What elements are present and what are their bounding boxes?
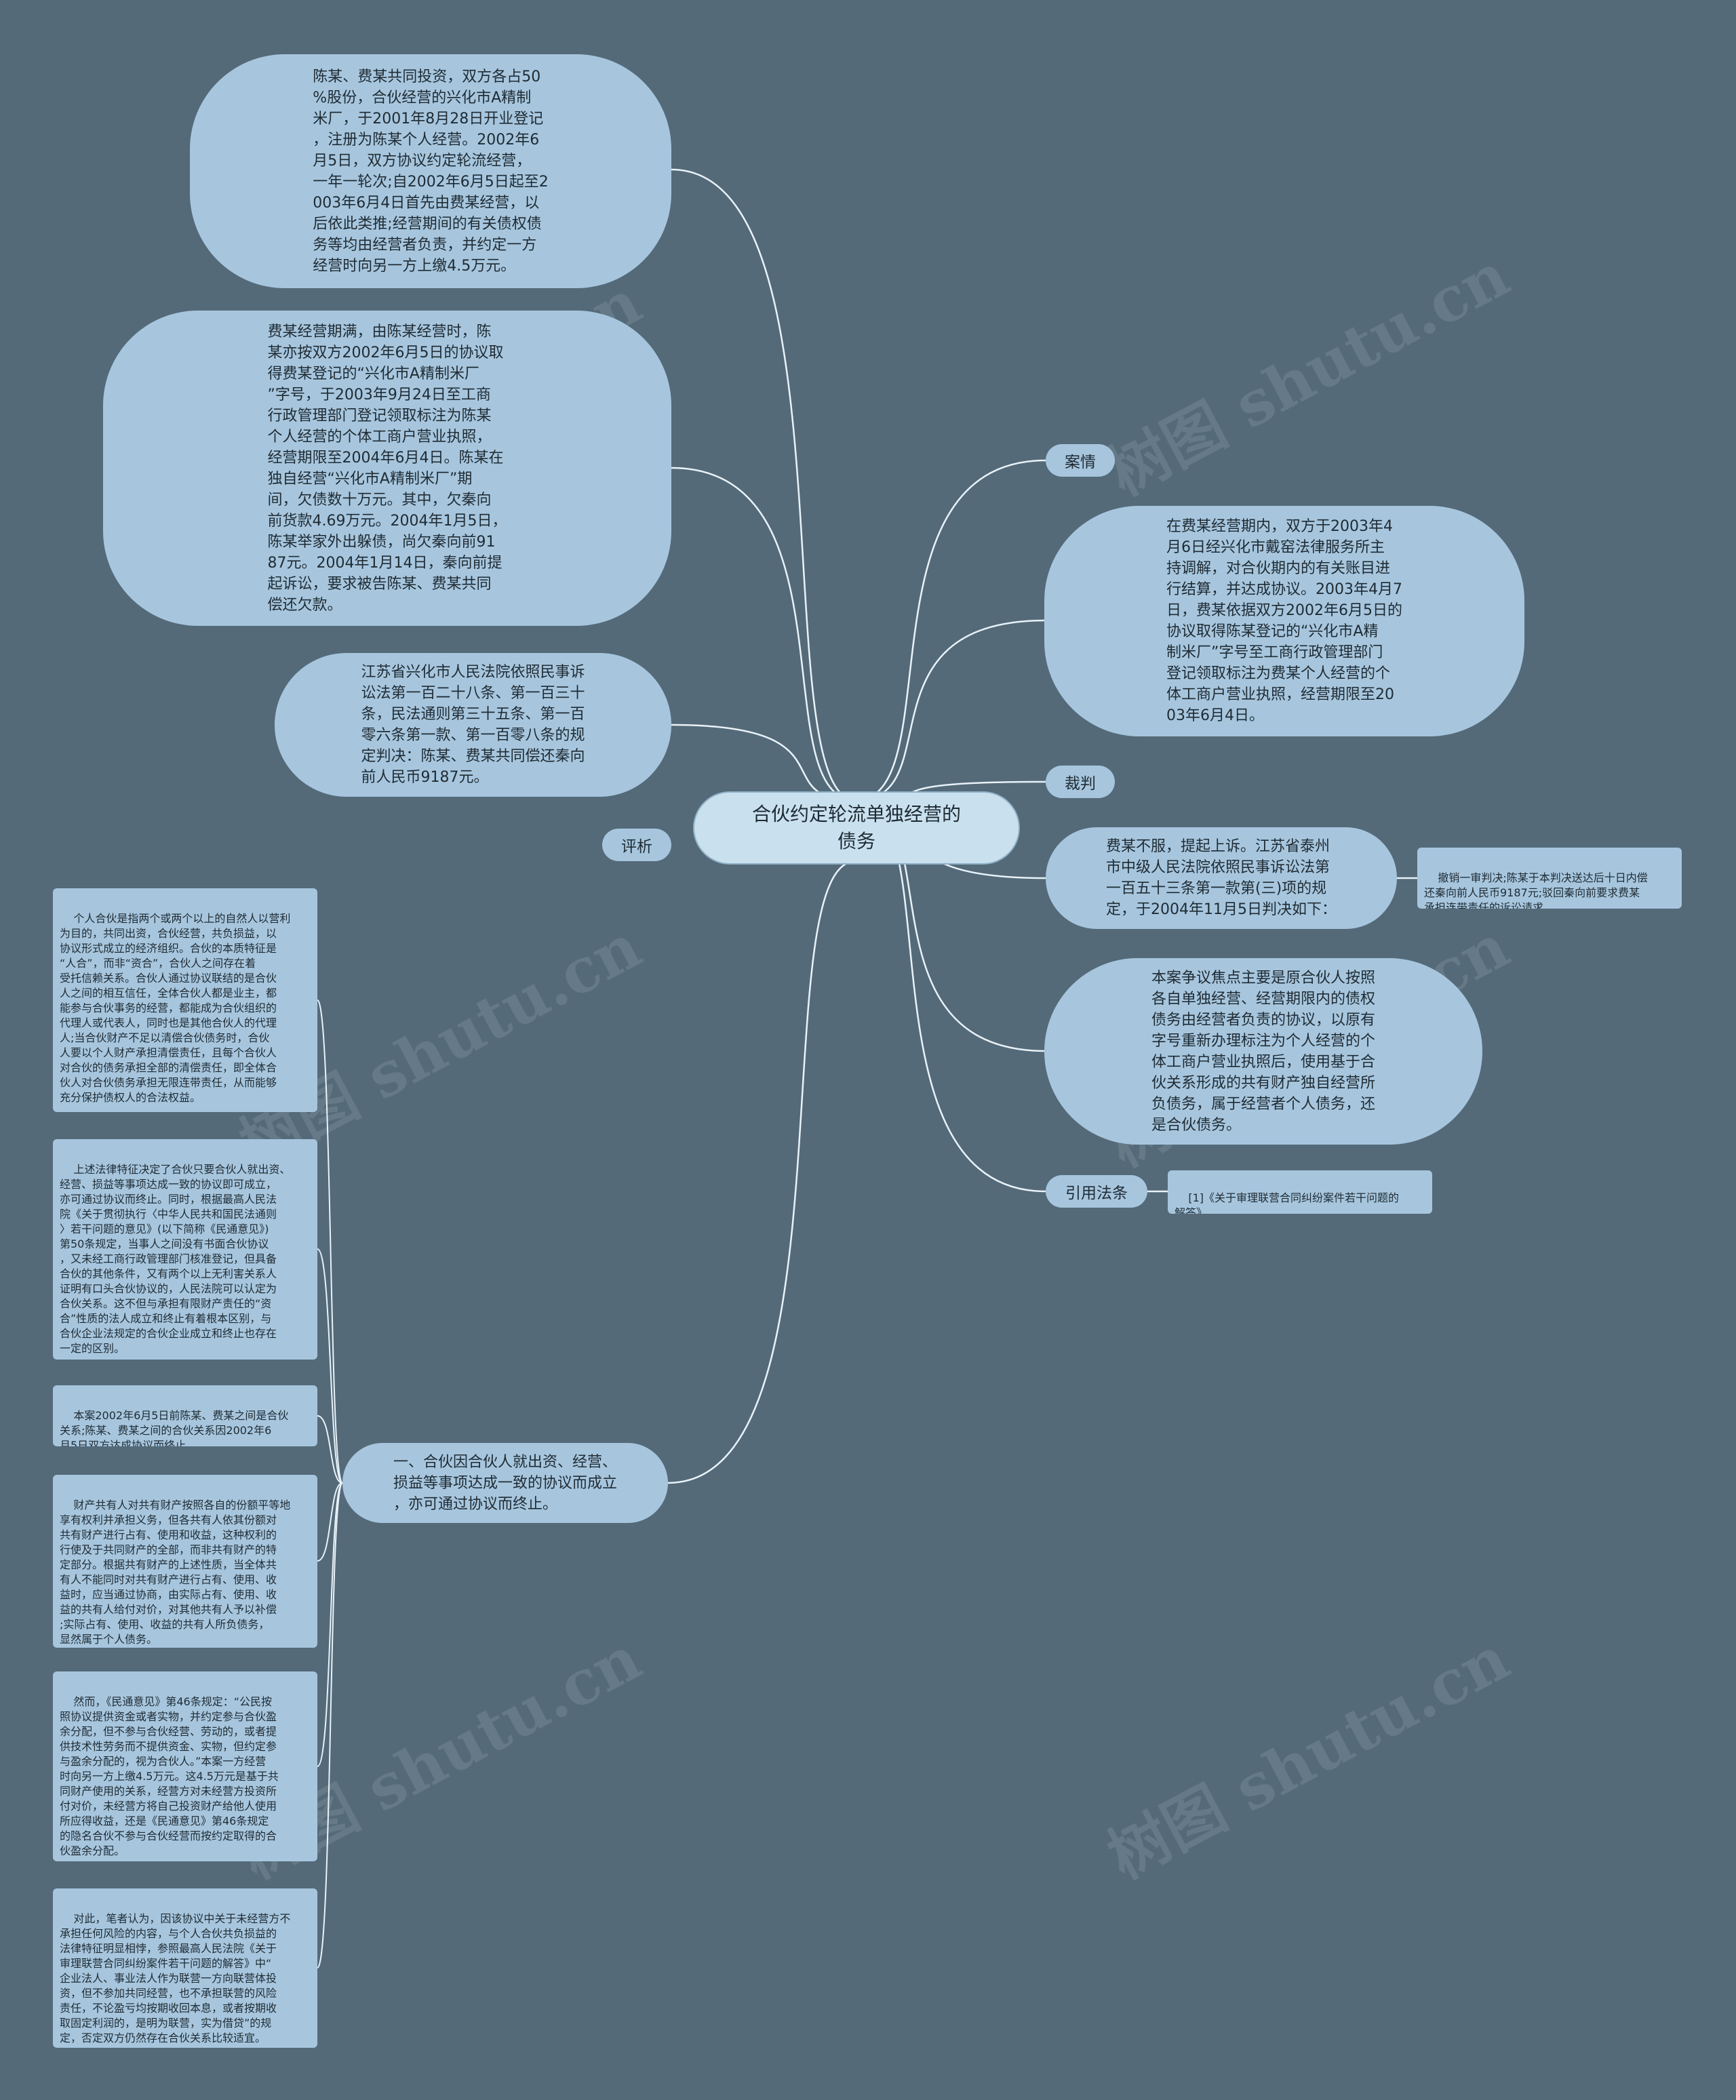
connector-line [667,860,856,1484]
comment-card-3[interactable]: 本案2002年6月5日前陈某、费某之间是合伙 关系;陈某、费某之间的合伙关系因2… [53,1385,317,1446]
branch-tag-judgment[interactable]: 裁判 [1046,766,1115,798]
judgment-node-text: 费某不服，提起上诉。江苏省泰州 市中级人民法院依照民事诉讼法第 一百五十三条第一… [1106,838,1337,918]
branch-tag-label: 案情 [1065,454,1096,471]
connector-line [671,724,856,801]
comment-card-text: 个人合伙是指两个或两个以上的自然人以营利 为目的，共同出资，合伙经营，共负损益，… [60,912,291,1104]
comment-card-text: 上述法律特征决定了合伙只要合伙人就出资、 经营、损益等事项达成一致的协议即可成立… [60,1163,291,1355]
connector-line [317,1482,343,1767]
connector-line [317,1248,343,1484]
connector-line [671,168,856,801]
connector-line [317,1415,343,1484]
comment-card-text: 对此，笔者认为，因该协议中关于未经营方不 承担任何风险的内容，与个人合伙共负损益… [60,1912,291,2044]
comment-card-6[interactable]: 对此，笔者认为，因该协议中关于未经营方不 承担任何风险的内容，与个人合伙共负损益… [53,1888,317,2048]
branch-tag-law[interactable]: 引用法条 [1046,1175,1147,1208]
case-node-2[interactable]: 费某经营期满，由陈某经营时，陈 某亦按双方2002年6月5日的协议取 得费某登记… [103,311,671,626]
comment-card-text: 本案2002年6月5日前陈某、费某之间是合伙 关系;陈某、费某之间的合伙关系因2… [60,1409,289,1446]
comment-card-2[interactable]: 上述法律特征决定了合伙只要合伙人就出资、 经营、损益等事项达成一致的协议即可成立… [53,1139,317,1360]
comment-card-1[interactable]: 个人合伙是指两个或两个以上的自然人以营利 为目的，共同出资，合伙经营，共负损益，… [53,888,317,1112]
law-item[interactable]: [1]《关于审理联营合同纠纷案件若干问题的 解答》 [1168,1170,1432,1214]
comment-card-5[interactable]: 然而，《民通意见》第46条规定：“公民按 照协议提供资金或者实物，并约定参与合伙… [53,1671,317,1861]
case-node-1[interactable]: 陈某、费某共同投资，双方各占50 %股份，合伙经营的兴化市A精制 米厂，于200… [190,54,671,288]
comment-card-4[interactable]: 财产共有人对共有财产按照各自的份额平等地 享有权利并承担义务，但各共有人依其份额… [53,1475,317,1648]
connector-line [317,1482,343,1562]
law-item-text: [1]《关于审理联营合同纠纷案件若干问题的 解答》 [1175,1191,1400,1214]
branch-tag-label: 裁判 [1065,775,1096,793]
connector-line [855,619,1046,801]
judgment-node-2[interactable]: 费某不服，提起上诉。江苏省泰州 市中级人民法院依照民事诉讼法第 一百五十三条第一… [1046,827,1397,929]
central-topic-label: 合伙约定轮流单独经营的 债务 [751,803,961,852]
case-node-3[interactable]: 在费某经营期内，双方于2003年4 月6日经兴化市戴窑法律服务所主 持调解，对合… [1044,506,1524,736]
case-node-text: 陈某、费某共同投资，双方各占50 %股份，合伙经营的兴化市A精制 米厂，于200… [313,68,549,275]
central-topic[interactable]: 合伙约定轮流单独经营的 债务 [693,791,1020,865]
branch-tag-label: 引用法条 [1065,1185,1128,1202]
focus-node-text: 本案争议焦点主要是原合伙人按照 各自单独经营、经营期限内的债权 债务由经营者负责… [1151,969,1375,1134]
branch-tag-comment[interactable]: 评析 [602,829,671,861]
connector-line [671,467,856,801]
judgment-detail[interactable]: 撤销一审判决;陈某于本判决送达后十日内偿 还秦向前人民币9187元;驳回秦向前要… [1417,848,1682,909]
comment-card-text: 财产共有人对共有财产按照各自的份额平等地 享有权利并承担义务，但各共有人依其份额… [60,1499,291,1646]
comment-branch-text: 一、合伙因合伙人就出资、经营、 损益等事项达成一致的协议而成立 ，亦可通过协议而… [393,1453,617,1513]
connector-line [317,999,343,1484]
judgment-detail-text: 撤销一审判决;陈某于本判决送达后十日内偿 还秦向前人民币9187元;驳回秦向前要… [1424,871,1648,909]
case-node-text: 费某经营期满，由陈某经营时，陈 某亦按双方2002年6月5日的协议取 得费某登记… [267,323,507,614]
connector-line [317,1482,343,1968]
judgment-node-text: 江苏省兴化市人民法院依照民事诉 讼法第一百二十八条、第一百三十 条，民法通则第三… [361,664,585,786]
comment-card-text: 然而，《民通意见》第46条规定：“公民按 照协议提供资金或者实物，并约定参与合伙… [60,1695,279,1857]
branch-tag-case[interactable]: 案情 [1046,444,1115,477]
judgment-node-1[interactable]: 江苏省兴化市人民法院依照民事诉 讼法第一百二十八条、第一百三十 条，民法通则第三… [275,653,671,797]
focus-node[interactable]: 本案争议焦点主要是原合伙人按照 各自单独经营、经营期限内的债权 债务由经营者负责… [1044,958,1482,1145]
case-node-text: 在费某经营期内，双方于2003年4 月6日经兴化市戴窑法律服务所主 持调解，对合… [1166,518,1402,724]
comment-branch-node[interactable]: 一、合伙因合伙人就出资、经营、 损益等事项达成一致的协议而成立 ，亦可通过协议而… [342,1443,668,1523]
connector-line [855,459,1046,801]
branch-tag-label: 评析 [621,838,652,856]
